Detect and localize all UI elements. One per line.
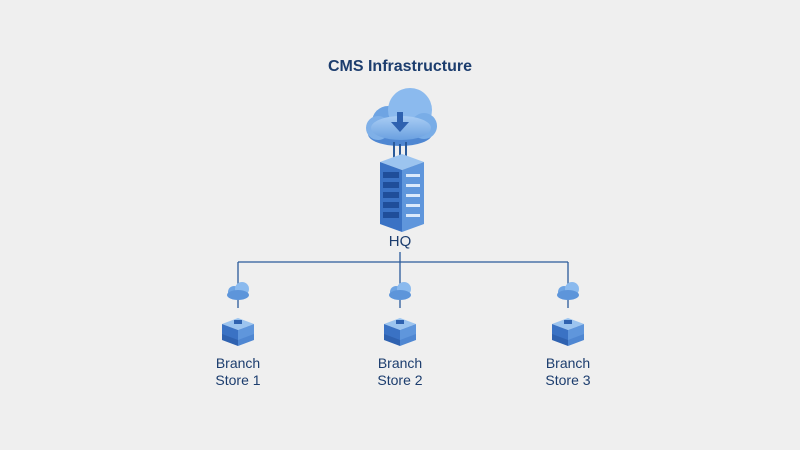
branch-1-label: Branch Store 1 <box>178 355 298 389</box>
branch-2-label-line2: Store 2 <box>377 372 423 388</box>
hq-cloud-icon <box>366 88 437 146</box>
branch-3-cloud-icon <box>557 282 579 308</box>
branch-2-node <box>384 282 416 346</box>
branch-1-label-line2: Store 1 <box>215 372 261 388</box>
hq-server-rack-icon <box>380 154 424 232</box>
hq-label: HQ <box>388 233 412 250</box>
branch-1-cloud-icon <box>227 282 249 308</box>
branch-2-label: Branch Store 2 <box>340 355 460 389</box>
branch-2-server-stack-icon <box>384 318 416 346</box>
network-connectors <box>237 252 569 286</box>
branch-2-cloud-icon <box>389 282 411 308</box>
branch-1-server-stack-icon <box>222 318 254 346</box>
branch-3-server-stack-icon <box>552 318 584 346</box>
branch-3-label-line1: Branch <box>545 355 591 371</box>
branch-1-label-line1: Branch <box>215 355 261 371</box>
download-arrow-icon <box>391 112 409 132</box>
branch-3-label-line2: Store 3 <box>545 372 591 388</box>
branch-1-node <box>222 282 254 346</box>
branch-2-label-line1: Branch <box>377 355 423 371</box>
branch-3-label: Branch Store 3 <box>508 355 628 389</box>
branch-3-node <box>552 282 584 346</box>
diagram-title: CMS Infrastructure <box>327 58 473 75</box>
